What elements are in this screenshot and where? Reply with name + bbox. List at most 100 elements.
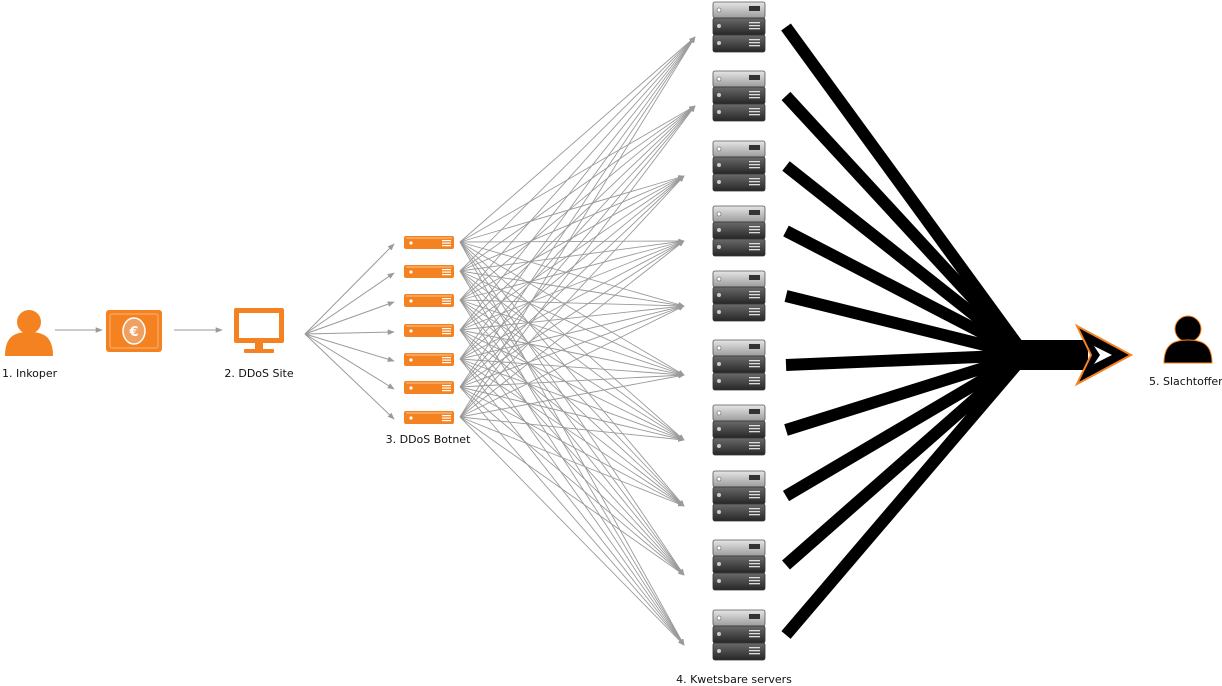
vulnerable-server-icon (712, 270, 766, 322)
attack-flow-line (785, 349, 1026, 371)
mesh-connection (459, 105, 696, 243)
mesh-connection (459, 239, 685, 272)
mesh-connection (459, 175, 685, 418)
mesh-connection (459, 299, 685, 441)
mesh-connection (459, 373, 685, 418)
mesh-connection (459, 299, 685, 576)
vulnerable-server-icon (712, 70, 766, 122)
mesh-connection (459, 358, 685, 576)
vulnerable-server-icon (712, 404, 766, 456)
mesh-connection (459, 105, 696, 360)
victim-person-icon (1163, 315, 1213, 364)
mesh-connection (459, 105, 696, 331)
botnet-server-icon (404, 381, 454, 394)
mesh-connection (459, 241, 685, 307)
mesh-connection (459, 304, 685, 331)
mesh-connection (459, 241, 685, 441)
mesh-connection (459, 329, 685, 377)
botnet-server-icon (404, 411, 454, 424)
victim-label: 5. Slachtoffer (1149, 375, 1222, 388)
mesh-connection (459, 240, 685, 388)
vulnerable-server-icon (712, 470, 766, 522)
attack-flow-line (784, 349, 1027, 436)
attack-flow-line (782, 349, 1029, 502)
mesh-connection (459, 105, 696, 418)
mesh-connection (459, 105, 696, 388)
botnet-label: 3. DDoS Botnet (385, 433, 471, 446)
vulnerable-server-icon (712, 539, 766, 591)
mesh-connection (459, 416, 685, 576)
mesh-connection (459, 240, 685, 418)
buyer-label: 1. Inkoper (2, 367, 58, 380)
attack-arrow (1018, 323, 1134, 387)
attack-flow-line (781, 91, 1030, 360)
mesh-connection (459, 386, 685, 576)
botnet-server-icon (404, 324, 454, 337)
mesh-connection (459, 299, 685, 376)
mesh-connection (459, 358, 685, 646)
mesh-connection (459, 299, 685, 507)
vulnerable-servers (712, 1, 766, 661)
mesh-connection (459, 358, 685, 441)
botnet-server-icon (404, 236, 454, 249)
mesh-connection (459, 386, 685, 442)
botnet-to-servers-connections (459, 36, 696, 646)
mesh-connection (459, 416, 685, 442)
botnet-server-icon (404, 294, 454, 307)
mesh-connection (459, 175, 685, 388)
mesh-connection (459, 36, 696, 243)
mesh-connection (459, 240, 685, 301)
mesh-connection (459, 270, 685, 308)
botnet-server-icon (404, 265, 454, 278)
mesh-connection (459, 416, 685, 646)
attack-flow-line (781, 23, 1030, 359)
euro-symbol: € (128, 325, 138, 340)
vulnerable-server-icon (712, 205, 766, 257)
attack-flow-line (782, 350, 1029, 570)
attack-flow-line (781, 351, 1030, 639)
mesh-connection (459, 386, 685, 646)
site-to-bot-arrow (304, 333, 395, 420)
mesh-connection (459, 36, 696, 272)
mesh-connection (459, 105, 696, 301)
mesh-connection (459, 238, 685, 244)
attack-flow-line (783, 225, 1028, 361)
mesh-connection (459, 240, 685, 360)
mesh-connection (459, 270, 685, 646)
mesh-connection (459, 175, 685, 360)
euro-banknote-icon: € (106, 310, 162, 352)
mesh-connection (459, 372, 685, 388)
monitor-icon (234, 308, 284, 353)
site-to-bot-arrow (304, 329, 395, 335)
mesh-connection (459, 358, 685, 378)
mesh-connection (459, 105, 696, 272)
mesh-connection (459, 358, 685, 507)
mesh-connection (459, 270, 685, 441)
mesh-connection (459, 304, 685, 360)
mesh-connection (459, 270, 685, 576)
vulnerable-server-icon (712, 1, 766, 53)
mesh-connection (459, 241, 685, 576)
site-to-bot-arrow (304, 301, 395, 335)
vulnerable-server-icon (712, 339, 766, 391)
botnet-nodes (404, 236, 454, 424)
servers-label: 4. Kwetsbare servers (676, 673, 792, 686)
mesh-connection (459, 240, 685, 331)
mesh-connection (459, 305, 685, 388)
mesh-connection (459, 36, 696, 360)
mesh-connection (459, 36, 696, 331)
attack-flow-line (782, 161, 1029, 360)
mesh-connection (459, 241, 685, 646)
mesh-connection (459, 270, 685, 507)
mesh-connection (459, 36, 696, 418)
mesh-connection (459, 36, 696, 301)
buyer-person-icon (5, 310, 53, 356)
site-to-botnet-arrows (304, 243, 395, 420)
mesh-connection (459, 386, 685, 507)
site-label: 2. DDoS Site (224, 367, 294, 380)
mesh-connection (459, 299, 685, 646)
site-to-bot-arrow (304, 333, 395, 390)
site-to-bot-arrow (304, 333, 395, 362)
mesh-connection (459, 329, 685, 646)
